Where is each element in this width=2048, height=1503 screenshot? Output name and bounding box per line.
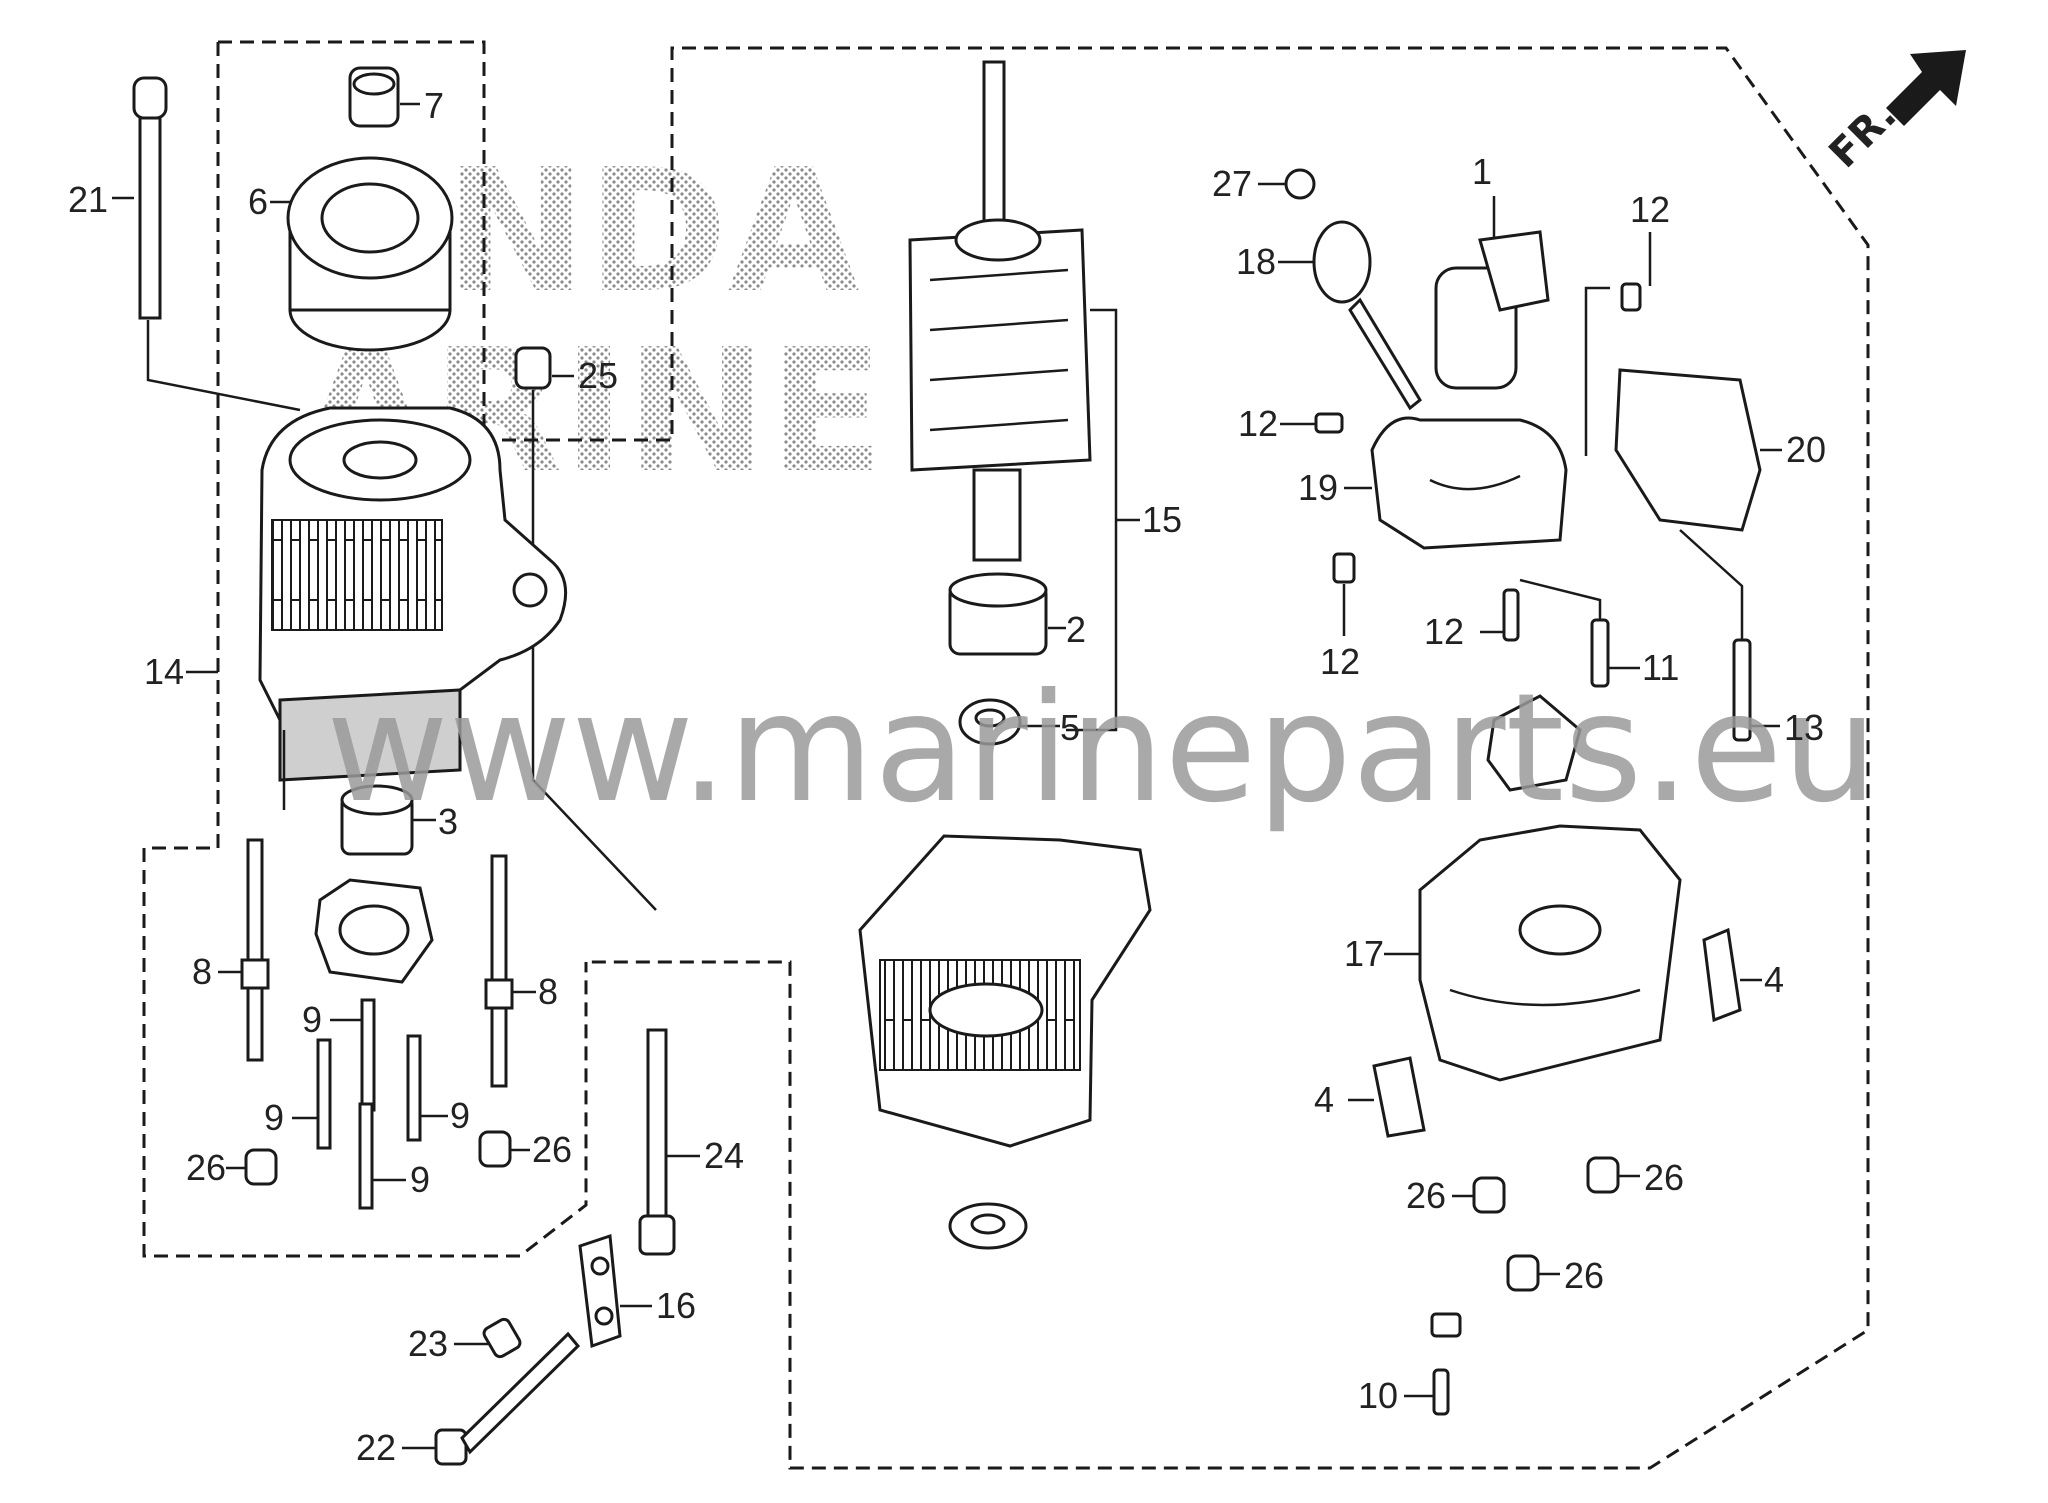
direction-marker: FR. <box>1821 50 1966 177</box>
part-23-bolt <box>454 1317 522 1359</box>
part-8-stud-left <box>218 838 270 1062</box>
callout-23: 23 <box>408 1323 448 1364</box>
part-13-screw <box>1679 529 1780 742</box>
callout-3: 3 <box>438 801 458 842</box>
callout-4a: 4 <box>1764 959 1784 1000</box>
part-10-screw <box>1404 1312 1462 1416</box>
part-9-studs <box>292 998 448 1210</box>
part-26-nuts <box>226 1130 1640 1292</box>
callout-12b: 12 <box>1238 403 1278 444</box>
part-17-rear-cover <box>1384 824 1682 1082</box>
callout-1: 1 <box>1472 151 1492 192</box>
part-12-screws <box>1280 232 1652 642</box>
callout-26b: 26 <box>532 1129 572 1170</box>
part-1-brush-holder <box>1434 196 1550 390</box>
callout-10: 10 <box>1358 1375 1398 1416</box>
group-borders <box>142 40 1870 1470</box>
part-5-collar <box>958 698 1060 746</box>
callout-11: 11 <box>1642 647 1679 688</box>
part-end-frame <box>858 834 1152 1148</box>
part-mount-plate <box>314 878 434 984</box>
callout-27: 27 <box>1212 163 1252 204</box>
callout-15: 15 <box>1142 499 1182 540</box>
callout-12d: 12 <box>1424 611 1464 652</box>
callout-2: 2 <box>1066 609 1086 650</box>
callout-labels: 1 2 3 4 4 5 6 7 8 8 9 9 9 9 10 11 12 12 … <box>68 85 1826 1468</box>
callout-8a: 8 <box>192 951 212 992</box>
part-16-bracket <box>578 1233 652 1349</box>
part-14-alternator <box>186 406 568 810</box>
callout-18: 18 <box>1236 241 1276 282</box>
part-7-nut <box>348 66 420 128</box>
part-27-nut <box>1258 168 1316 200</box>
callout-12c: 12 <box>1320 641 1360 682</box>
part-25-nut <box>514 346 657 911</box>
part-4-insulators <box>1348 927 1762 1138</box>
part-2-bearing <box>948 572 1066 656</box>
callout-24: 24 <box>704 1135 744 1176</box>
callout-26a: 26 <box>186 1147 226 1188</box>
callout-9a: 9 <box>302 999 322 1040</box>
callout-6: 6 <box>248 181 268 222</box>
callout-17: 17 <box>1344 933 1384 974</box>
part-20-regulator <box>1584 286 1782 532</box>
callout-8b: 8 <box>538 971 558 1012</box>
callout-4b: 4 <box>1314 1079 1334 1120</box>
callout-9c: 9 <box>450 1095 470 1136</box>
part-washer <box>948 1202 1028 1250</box>
part-cap <box>1486 694 1582 792</box>
callout-5: 5 <box>1060 707 1080 748</box>
callout-25: 25 <box>578 355 618 396</box>
callout-26e: 26 <box>1564 1255 1604 1296</box>
callout-16: 16 <box>656 1285 696 1326</box>
callout-20: 20 <box>1786 429 1826 470</box>
part-22-bolt <box>402 1331 581 1466</box>
callout-9b: 9 <box>264 1097 284 1138</box>
callout-13: 13 <box>1784 707 1824 748</box>
site-watermark: www.marineparts.eu <box>326 662 1878 836</box>
part-24-bolt <box>638 1028 700 1256</box>
part-6-pulley <box>270 156 454 352</box>
callout-12a: 12 <box>1630 189 1670 230</box>
callout-7: 7 <box>424 85 444 126</box>
callout-14: 14 <box>144 651 184 692</box>
direction-arrow-icon <box>1886 50 1966 126</box>
part-21-bolt <box>112 76 301 412</box>
part-11-screw <box>1519 578 1640 688</box>
part-18-terminal <box>1278 220 1422 411</box>
callout-19: 19 <box>1298 467 1338 508</box>
part-15-rotor <box>908 60 1140 732</box>
callout-26c: 26 <box>1406 1175 1446 1216</box>
callout-9d: 9 <box>410 1159 430 1200</box>
part-3-bearing <box>340 784 436 856</box>
callout-26d: 26 <box>1644 1157 1684 1198</box>
callout-21: 21 <box>68 179 108 220</box>
callout-22: 22 <box>356 1427 396 1468</box>
part-8-stud-right <box>484 854 536 1088</box>
part-19-rectifier <box>1344 416 1568 550</box>
